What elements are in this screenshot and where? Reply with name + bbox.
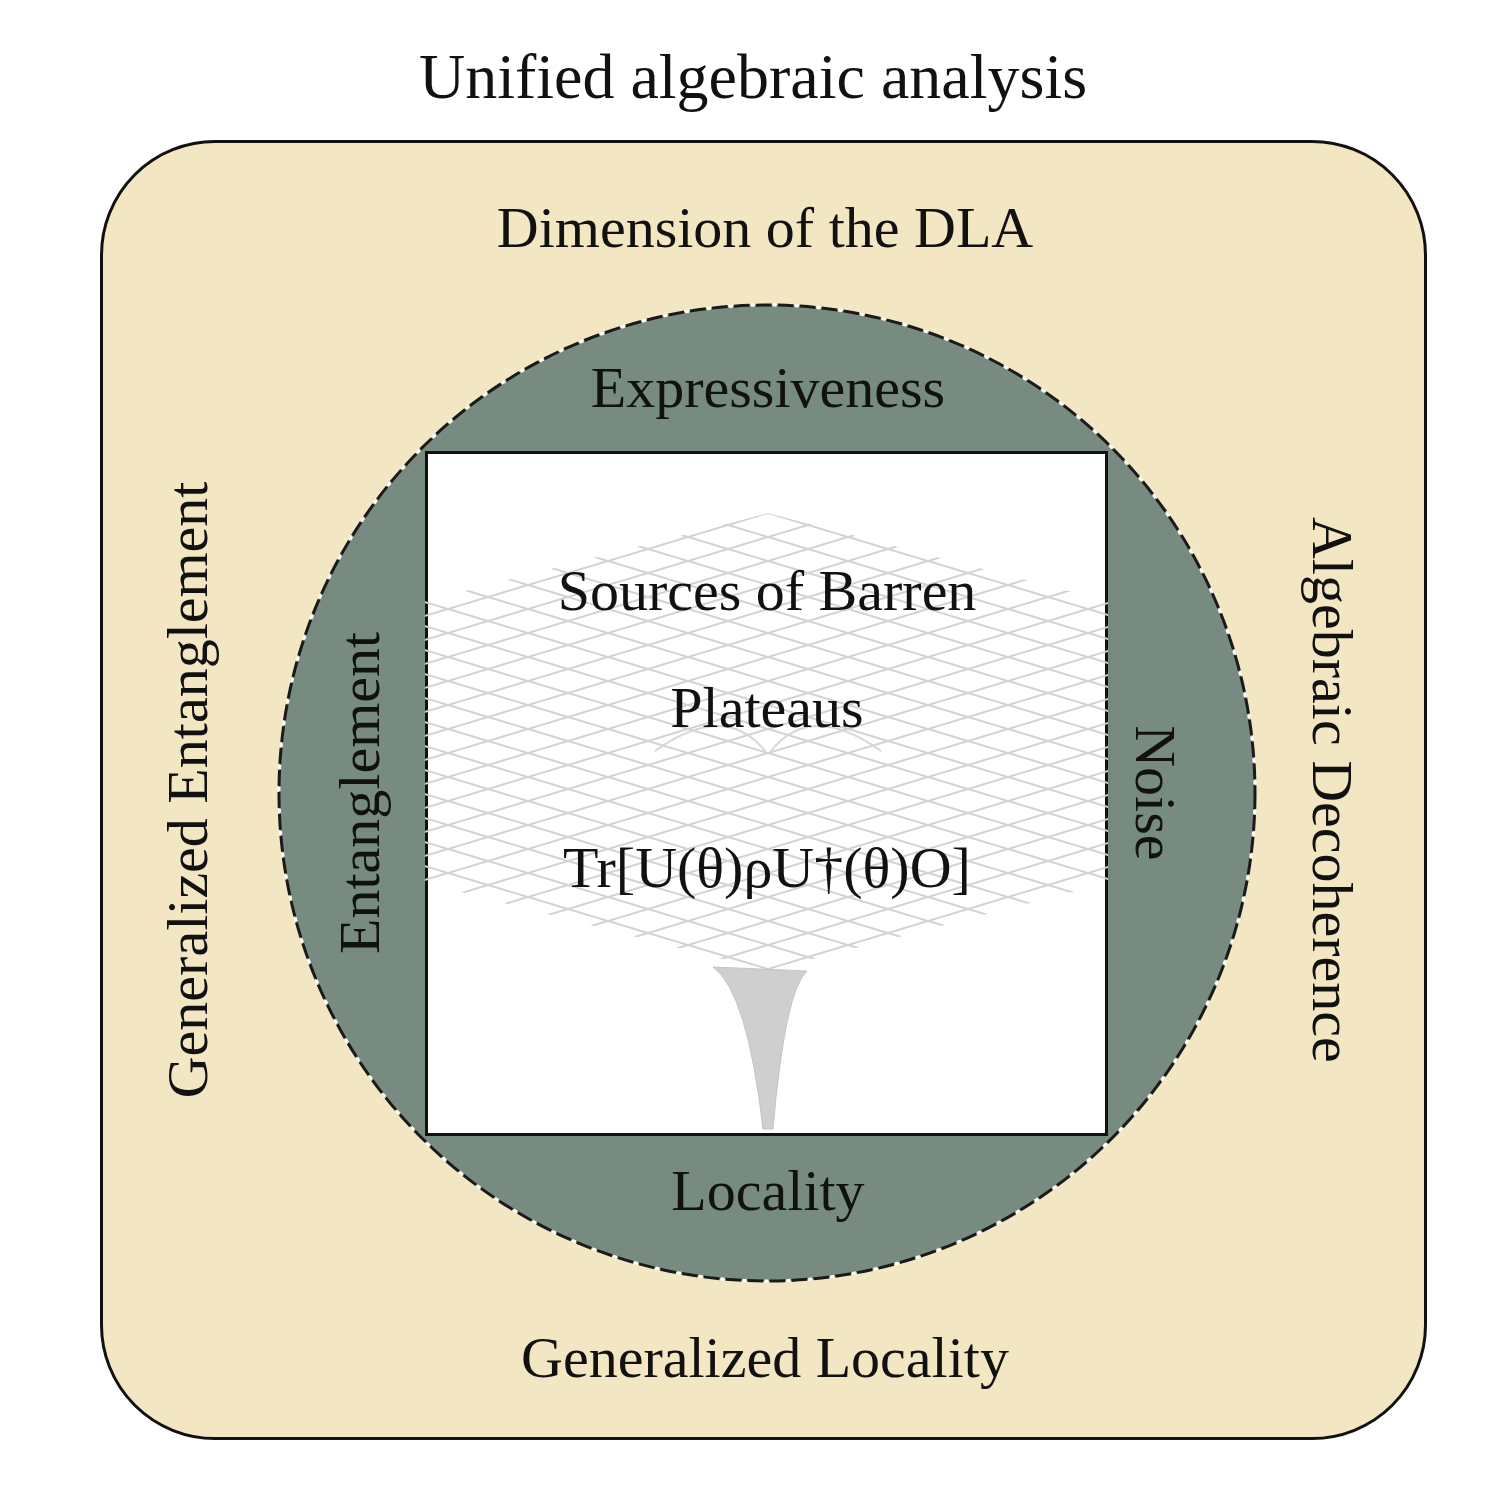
- node-label: Dimension of the DLA: [497, 196, 1033, 260]
- landscape-grid: [425, 451, 1108, 1136]
- node-label: Entanglement: [328, 632, 392, 954]
- band-circle: ExpressivenessEntanglementNoiseLocality …: [276, 301, 1258, 1285]
- node-label: Generalized Entanglement: [156, 482, 220, 1099]
- node-label: Generalized Locality: [521, 1326, 1009, 1390]
- node-label: Algebraic Decoherence: [1300, 517, 1364, 1063]
- node-label: Sources of Barren Plateaus: [527, 532, 1007, 766]
- node-label: Tr[U(θ)ρU†(θ)O]: [563, 836, 971, 900]
- node-label: Locality: [671, 1159, 864, 1223]
- outer-region: Dimension of the DLA Generalized Entangle…: [100, 140, 1427, 1440]
- node-label: Noise: [1123, 725, 1187, 860]
- node-label: Expressiveness: [591, 356, 945, 420]
- diagram-title: Unified algebraic analysis: [0, 40, 1506, 114]
- center-box: Sources of Barren PlateausTr[U(θ)ρU†(θ)O…: [425, 451, 1108, 1136]
